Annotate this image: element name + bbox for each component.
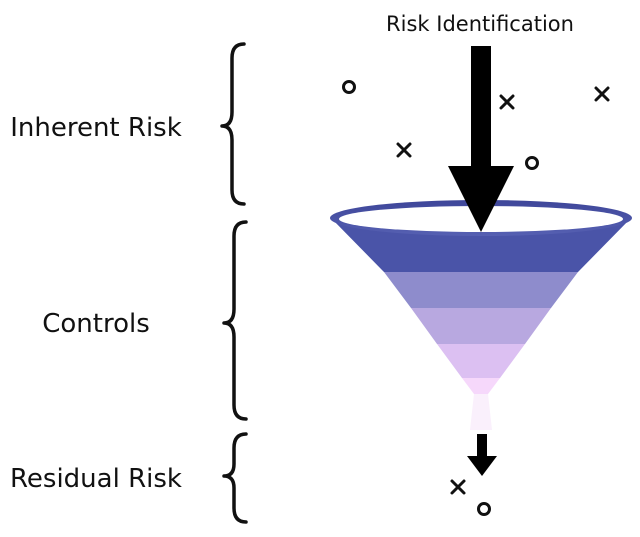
controls-brace (222, 220, 248, 421)
risk-identification-label: Risk Identification (386, 12, 574, 36)
risk-cross-marker (396, 142, 412, 158)
risk-cross-marker (594, 86, 610, 102)
residual-risk-brace (222, 432, 248, 524)
inherent-risk-label: Inherent Risk (10, 113, 182, 143)
residual-cross-marker (450, 479, 466, 495)
risk-cross-marker (499, 94, 515, 110)
risk-circle-marker (525, 156, 539, 170)
funnel (330, 200, 632, 430)
funnel-band-5 (462, 378, 500, 394)
residual-circle-marker (477, 502, 491, 516)
residual-arrow (467, 434, 497, 476)
funnel-band-4 (437, 344, 525, 378)
controls-label: Controls (42, 309, 150, 339)
risk-identification-arrow (448, 46, 514, 232)
funnel-spout (470, 394, 492, 430)
residual-risk-label: Residual Risk (10, 464, 182, 494)
risk-circle-marker (342, 80, 356, 94)
funnel-band-2 (384, 272, 578, 308)
inherent-risk-brace (220, 42, 246, 206)
funnel-band-3 (411, 308, 551, 344)
